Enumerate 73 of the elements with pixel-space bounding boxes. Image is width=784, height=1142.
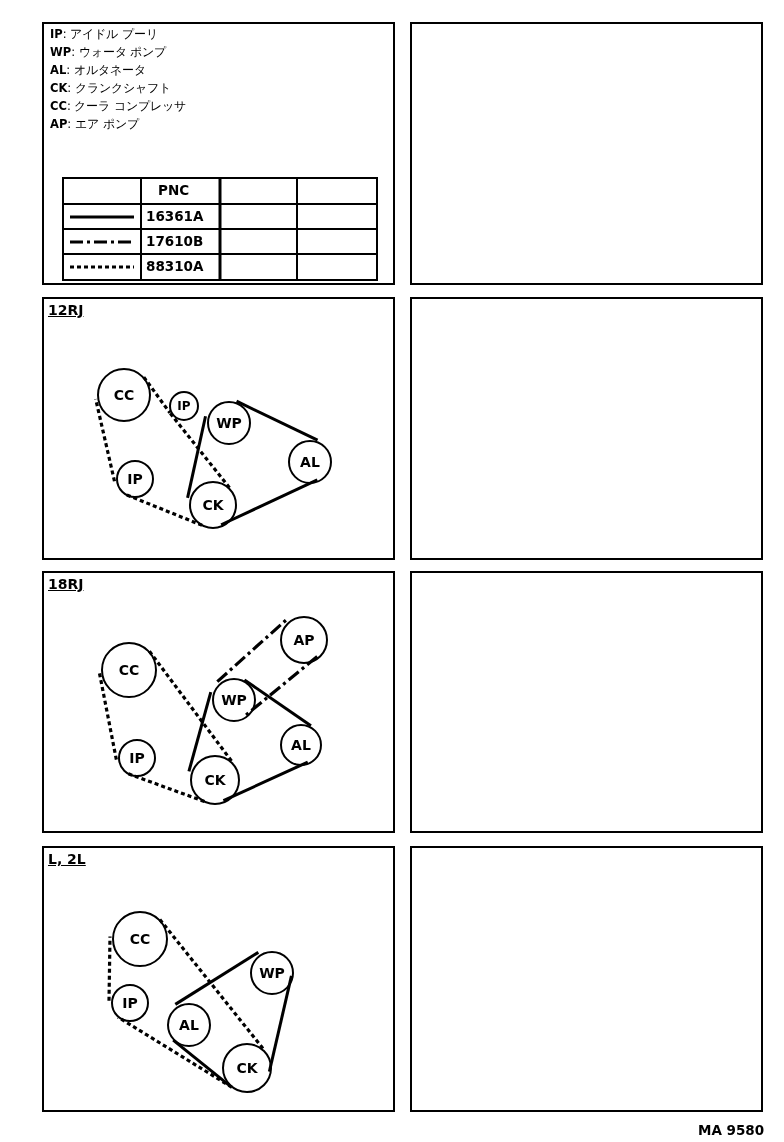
empty-panel: [410, 846, 763, 1112]
belt-line: [169, 412, 232, 490]
pulley-circle: [189, 481, 237, 529]
pulley-label: WP: [259, 966, 285, 980]
pulley-circle: [116, 460, 154, 498]
abbreviation-key-line: AL: オルタネータ: [50, 64, 146, 78]
belt-line: [117, 1015, 233, 1089]
pulley-circle: [118, 739, 156, 777]
belt-line: [267, 975, 293, 1072]
belt-line: [172, 1038, 231, 1087]
pulley-circle: [212, 678, 256, 722]
pulley-label: AL: [291, 738, 311, 752]
cell-header: PNC: [157, 184, 190, 198]
pulley-circle: [250, 951, 294, 995]
pulley-circle: [167, 1003, 211, 1047]
belt-line: [107, 936, 112, 1001]
abbreviation-key-line: CK: クランクシャフト: [50, 82, 171, 96]
pulley-label: WP: [216, 416, 242, 430]
part-number: 88310A: [146, 260, 204, 274]
pulley-label: CC: [118, 663, 140, 677]
empty-panel: [410, 22, 763, 285]
belt-line: [216, 618, 288, 683]
empty-panel: [410, 297, 763, 560]
abbreviation-key-line: AP: エア ポンプ: [50, 118, 139, 132]
pulley-circle: [222, 1043, 272, 1093]
pulley-circle: [288, 440, 332, 484]
pulley-label: IP: [177, 400, 191, 412]
pulley-circle: [111, 984, 149, 1022]
belt-line: [187, 691, 213, 772]
belt-line: [244, 655, 319, 717]
pulley-label: CC: [113, 388, 135, 402]
pulley-label: IP: [122, 996, 138, 1010]
empty-panel: [410, 571, 763, 833]
abbreviation-key-line: CC: クーラ コンプレッサ: [50, 100, 187, 114]
pulley-label: IP: [129, 751, 145, 765]
abbreviation-key-line: WP: ウォータ ポンプ: [50, 46, 167, 60]
pulley-label: CK: [236, 1061, 258, 1075]
pulley-circle: [101, 642, 157, 698]
belt-line: [142, 376, 172, 414]
pulley-circle: [190, 755, 240, 805]
abbreviation-key-line: IP: アイドル プーリ: [50, 28, 158, 42]
pulley-label: AL: [179, 1018, 199, 1032]
pulley-label: CC: [129, 932, 151, 946]
engine-heading: 12RJ: [48, 302, 84, 318]
diagram-panel: [42, 22, 395, 285]
diagram-panel: [42, 571, 395, 833]
belt-line: [235, 399, 319, 442]
belt-line: [97, 673, 118, 760]
belt-line: [174, 951, 260, 1006]
engine-heading: 18RJ: [48, 576, 84, 592]
diagram-panel: [42, 846, 395, 1112]
drawing-code: MA 9580: [698, 1124, 765, 1138]
pulley-circle: [97, 368, 151, 422]
pulley-label: WP: [221, 693, 247, 707]
pulley-label: AL: [300, 455, 320, 469]
pulley-label: CK: [202, 498, 224, 512]
pulley-circle: [169, 391, 199, 421]
pulley-circle: [207, 401, 251, 445]
belt-line: [94, 398, 117, 482]
diagram-panel: [42, 297, 395, 560]
belt-line: [148, 650, 235, 764]
pulley-label: AP: [293, 633, 315, 647]
pulley-circle: [280, 616, 328, 664]
pulley-label: CK: [204, 773, 226, 787]
pulley-circle: [112, 911, 168, 967]
engine-heading: L, 2L: [48, 851, 86, 867]
belt-line: [222, 760, 309, 803]
pulley-label: IP: [127, 472, 143, 486]
part-number: 17610B: [146, 234, 204, 248]
belt-line: [220, 478, 318, 527]
pulley-circle: [280, 724, 322, 766]
belt-line: [243, 678, 312, 727]
part-number: 16361A: [146, 209, 204, 223]
